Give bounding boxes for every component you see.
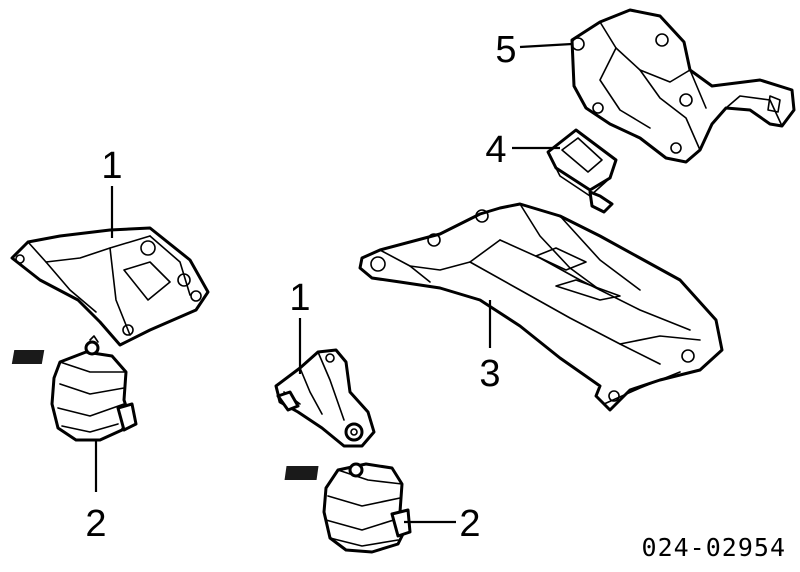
callout-4: 4 (485, 129, 506, 171)
diagram-number: 024-02954 (642, 533, 786, 562)
engine-support-bracket-left (10, 226, 210, 347)
transmission-mount-bracket (570, 8, 796, 164)
leader-5 (519, 42, 573, 49)
transmission-crossmember (358, 202, 724, 412)
engine-support-bracket-right (274, 348, 376, 448)
callout-2-left: 2 (85, 503, 106, 545)
engine-mount-left (11, 335, 138, 442)
engine-mount-right (284, 462, 412, 554)
callout-5: 5 (495, 29, 516, 71)
callout-1-left: 1 (101, 145, 122, 187)
callout-3: 3 (479, 353, 500, 395)
callout-2-center: 2 (459, 503, 480, 545)
leader-lines (94, 42, 573, 524)
rubber-mount-pad (546, 128, 618, 214)
callout-1-center: 1 (289, 277, 310, 319)
